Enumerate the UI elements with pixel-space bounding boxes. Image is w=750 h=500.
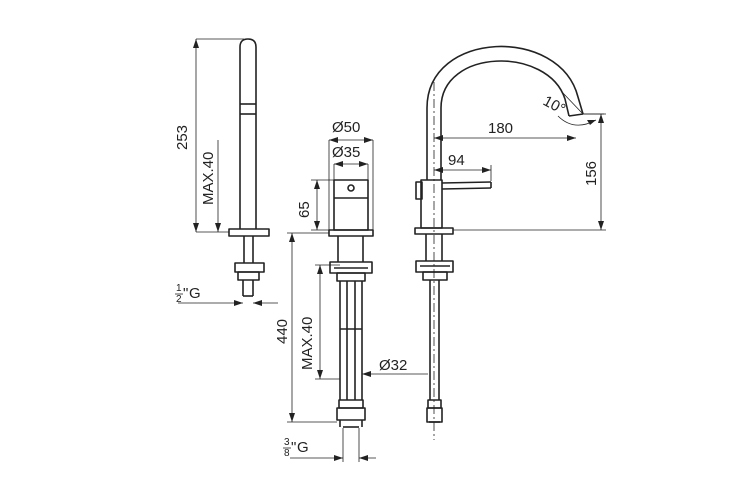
spout-reach-label: 180 [488, 120, 513, 137]
body-base-flange [328, 229, 374, 237]
right-mixer-body [420, 179, 443, 229]
body-hose-fitting [338, 399, 364, 409]
spout-height-label: 253 [174, 125, 191, 150]
right-hose-fitting [427, 399, 442, 409]
dimension-hose-diameter: Ø32 [362, 357, 428, 377]
dimension-body-max-deck: MAX.40 [299, 264, 340, 380]
dimension-spout-max-deck: MAX.40 [200, 140, 221, 232]
spout-outlet-height-label: 156 [583, 161, 600, 186]
spout-base-flange [228, 228, 270, 237]
dimension-spout-angle: 10° [540, 91, 604, 126]
dimension-spout-reach: 180 [434, 120, 576, 141]
body-height-label: 65 [296, 201, 313, 218]
spout-thread-denominator: 2 [176, 294, 182, 305]
spout-max-deck-label: MAX.40 [200, 152, 217, 205]
dimension-lever-reach: 94 [434, 152, 492, 181]
body-thread-inch: " [291, 439, 296, 456]
gooseneck-spout [426, 45, 584, 180]
dimension-body-height: 65 [296, 179, 334, 231]
lever-reach-label: 94 [448, 152, 465, 169]
dimension-body-diameter: Ø50 [328, 119, 374, 230]
body-diameter-label: Ø50 [332, 119, 360, 136]
mixer-body [333, 179, 369, 231]
body-thread-label: G [297, 439, 309, 456]
gooseneck-mixer-view [414, 45, 584, 440]
body-max-deck-label: MAX.40 [299, 317, 316, 370]
spout-column [239, 38, 257, 229]
dimension-spout-outlet-height: 156 [453, 113, 606, 231]
body-thread-numerator: 3 [284, 437, 290, 448]
dimension-body-thread: 3 8 " G [283, 428, 376, 462]
mixer-body-view [328, 179, 374, 428]
dimension-spout-height: 253 [174, 38, 244, 233]
total-height-label: 440 [274, 319, 291, 344]
spout-side-view [228, 38, 270, 297]
dimension-spout-thread: 1 2 " G [175, 283, 278, 306]
mixer-lever [441, 181, 492, 184]
spout-thread-inch: " [183, 285, 188, 302]
hose-diameter-label: Ø32 [379, 357, 407, 374]
spout-lock-nut [234, 262, 265, 273]
spout-thread-label: G [189, 285, 201, 302]
body-inner-diameter-label: Ø35 [332, 144, 360, 161]
body-thread-denominator: 8 [284, 448, 290, 459]
dimension-body-inner-diameter: Ø35 [332, 144, 369, 180]
dimension-total-height: 440 [274, 232, 337, 423]
spout-thread-numerator: 1 [176, 283, 182, 294]
